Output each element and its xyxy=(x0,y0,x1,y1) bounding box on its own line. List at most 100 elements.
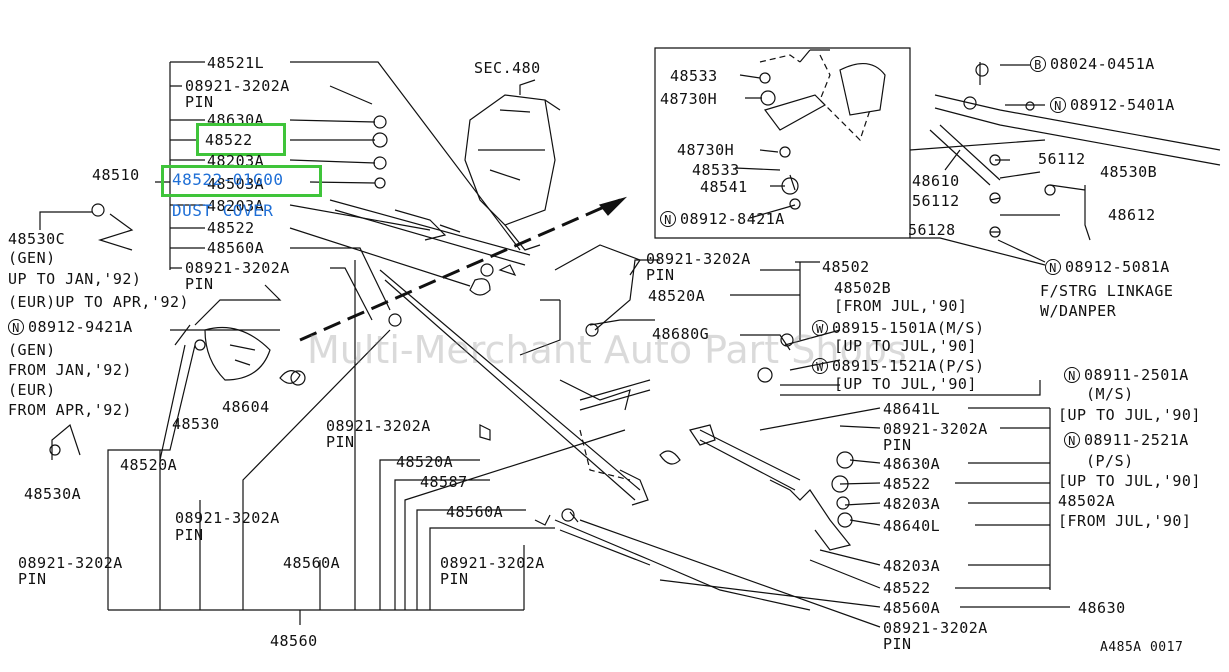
part-label-56112-a[interactable]: 56112 xyxy=(1038,150,1086,168)
part-label-48530B[interactable]: 48530B xyxy=(1100,163,1158,181)
part-label-48510[interactable]: 48510 xyxy=(92,166,140,184)
w-circle-icon: W xyxy=(812,358,828,374)
part-label-48533-b[interactable]: 48533 xyxy=(692,161,740,179)
note-w-danper: W/DANPER xyxy=(1040,302,1117,320)
note-from-jul-90-a: [FROM JUL,'90] xyxy=(834,297,968,315)
part-label-pin-number-c[interactable]: 08921-3202A xyxy=(175,509,280,527)
part-label-48612[interactable]: 48612 xyxy=(1108,206,1156,224)
part-label-pin-number-d[interactable]: 08921-3202A xyxy=(18,554,123,572)
part-label-48560A-c[interactable]: 48560A xyxy=(446,503,504,521)
part-label-48203A-b[interactable]: 48203A xyxy=(207,197,265,215)
part-label-48610[interactable]: 48610 xyxy=(912,172,960,190)
part-label-48520A-c[interactable]: 48520A xyxy=(396,453,454,471)
selected-part-box xyxy=(161,165,322,197)
figure-code: A485A 0017 xyxy=(1100,640,1184,655)
note-strg-linkage: F/STRG LINKAGE xyxy=(1040,282,1174,300)
part-label-48520A-b[interactable]: 48520A xyxy=(648,287,706,305)
part-label-48541[interactable]: 48541 xyxy=(700,178,748,196)
n-circle-icon: N xyxy=(1045,259,1061,275)
part-label-pin-number-i[interactable]: 08921-3202A xyxy=(883,619,988,637)
part-label-pin-d: PIN xyxy=(18,570,47,588)
n-circle-icon: N xyxy=(1064,432,1080,448)
part-label-pin-b: PIN xyxy=(185,275,214,293)
part-label-pin-number-f[interactable]: 08921-3202A xyxy=(326,417,431,435)
note-ps: (P/S) xyxy=(1086,452,1134,470)
part-label-pin-f: PIN xyxy=(326,433,355,451)
selected-part-number[interactable]: 48522-01G00 xyxy=(172,170,284,189)
part-label-pin-number-g[interactable]: 08921-3202A xyxy=(440,554,545,572)
part-label-48730H-a[interactable]: 48730H xyxy=(660,90,718,108)
part-label-48560A-a[interactable]: 48560A xyxy=(207,239,265,257)
part-label-48520A-a[interactable]: 48520A xyxy=(120,456,178,474)
part-label-48521L[interactable]: 48521L xyxy=(207,54,265,72)
part-label-48203A-d[interactable]: 48203A xyxy=(883,557,941,575)
part-label-pin: PIN xyxy=(185,93,214,111)
part-label-48560A-b[interactable]: 48560A xyxy=(283,554,341,572)
watermark-text: Multi-Merchant Auto Part Shops xyxy=(307,328,907,372)
part-label-pin-g: PIN xyxy=(440,570,469,588)
part-label-48530C[interactable]: 48530C xyxy=(8,230,66,248)
note-gen: (GEN) xyxy=(8,249,56,267)
part-label-48502B[interactable]: 48502B xyxy=(834,279,892,297)
part-label-48530[interactable]: 48530 xyxy=(172,415,220,433)
note-from-jan-92: FROM JAN,'92) xyxy=(8,361,132,379)
part-label-48533-a[interactable]: 48533 xyxy=(670,67,718,85)
part-label-pin-number-e[interactable]: 08921-3202A xyxy=(646,250,751,268)
n-circle-icon: N xyxy=(1050,97,1066,113)
n-circle-icon: N xyxy=(8,319,24,335)
part-label-48641L[interactable]: 48641L xyxy=(883,400,941,418)
part-label-48522-c[interactable]: 48522 xyxy=(883,475,931,493)
note-from-apr-92: FROM APR,'92) xyxy=(8,401,132,419)
selected-part-name: DUST COVER xyxy=(172,201,274,220)
part-label-48522-highlighted[interactable]: 48522 xyxy=(205,131,253,149)
part-label-56128[interactable]: 56128 xyxy=(908,221,956,239)
part-label-56112-b[interactable]: 56112 xyxy=(912,192,960,210)
part-label-pin-c: PIN xyxy=(175,526,204,544)
part-label-48640L[interactable]: 48640L xyxy=(883,517,941,535)
part-label-pin-number-b[interactable]: 08921-3202A xyxy=(185,259,290,277)
note-gen-2: (GEN) xyxy=(8,341,56,359)
part-label-48203A-c[interactable]: 48203A xyxy=(883,495,941,513)
note-up-to-jul-90-d: [UP TO JUL,'90] xyxy=(1058,472,1201,490)
part-label-pin-number-h[interactable]: 08921-3202A xyxy=(883,420,988,438)
highlight-box-part xyxy=(196,123,286,156)
part-label-pin-number[interactable]: 08921-3202A xyxy=(185,77,290,95)
part-label-48630[interactable]: 48630 xyxy=(1078,599,1126,617)
note-ms: (M/S) xyxy=(1086,385,1134,403)
note-up-to-jan-92: UP TO JAN,'92) xyxy=(8,270,142,288)
part-label-48522-b[interactable]: 48522 xyxy=(207,219,255,237)
note-eur-2: (EUR) xyxy=(8,381,56,399)
part-label-48630A-b[interactable]: 48630A xyxy=(883,455,941,473)
note-up-to-jul-90-c: [UP TO JUL,'90] xyxy=(1058,406,1201,424)
part-label-48522-d[interactable]: 48522 xyxy=(883,579,931,597)
note-from-jul-90-b: [FROM JUL,'90] xyxy=(1058,512,1192,530)
part-label-pin-h: PIN xyxy=(883,436,912,454)
note-up-to-jul-90-a: [UP TO JUL,'90] xyxy=(834,337,977,355)
part-label-48587[interactable]: 48587 xyxy=(420,473,468,491)
part-label-48503A-overlap[interactable]: 48503A xyxy=(207,175,265,193)
part-label-48560[interactable]: 48560 xyxy=(270,632,318,650)
part-label-48604[interactable]: 48604 xyxy=(222,398,270,416)
note-up-to-jul-90-b: [UP TO JUL,'90] xyxy=(834,375,977,393)
part-label-48730H-b[interactable]: 48730H xyxy=(677,141,735,159)
part-label-48560A-d[interactable]: 48560A xyxy=(883,599,941,617)
part-label-pin-i: PIN xyxy=(883,635,912,653)
part-label-48502[interactable]: 48502 xyxy=(822,258,870,276)
n-circle-icon: N xyxy=(1064,367,1080,383)
part-label-48680G[interactable]: 48680G xyxy=(652,325,710,343)
section-reference[interactable]: SEC.480 xyxy=(474,59,541,77)
part-label-48530A[interactable]: 48530A xyxy=(24,485,82,503)
n-circle-icon: N xyxy=(660,211,676,227)
part-label-48502A[interactable]: 48502A xyxy=(1058,492,1116,510)
w-circle-icon: W xyxy=(812,320,828,336)
